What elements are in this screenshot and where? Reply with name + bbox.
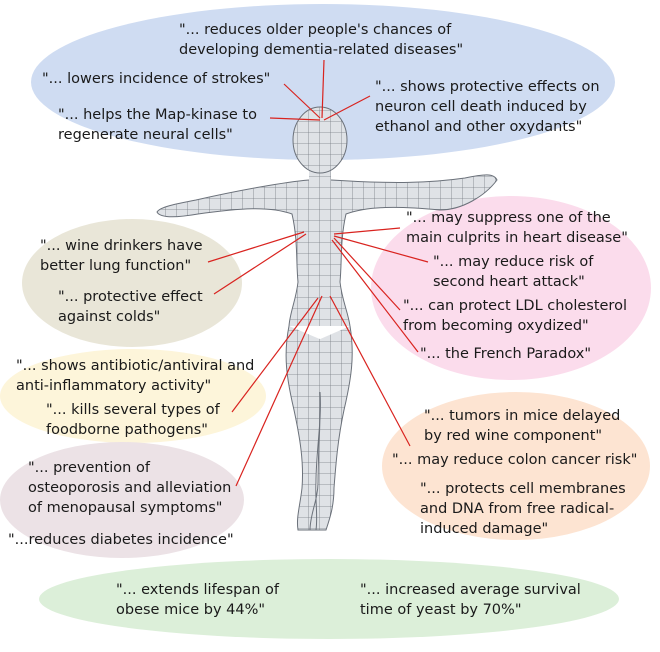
strokes-text: "... lowers incidence of strokes" <box>42 71 271 87</box>
leader-line-colds <box>213 233 307 295</box>
leader-line-lung-function <box>207 231 305 263</box>
second-attack-text: "... may reduce risk of second heart att… <box>433 254 594 290</box>
yeast-text: "... increased average survival time of … <box>360 582 581 618</box>
leader-line-strokes <box>283 83 321 119</box>
leader-line-culprits <box>333 227 401 235</box>
dementia-text: "... reduces older people's chances of d… <box>179 22 464 58</box>
cancer-region-ellipse <box>382 392 650 540</box>
neuron-text: "... shows protective effects on neuron … <box>375 79 600 135</box>
heart-region-ellipse <box>371 196 651 380</box>
leader-line-dementia <box>321 59 325 119</box>
ldl-text: "... can protect LDL cholesterol from be… <box>403 298 627 334</box>
bone-region-ellipse <box>0 442 244 558</box>
leader-line-ldl <box>333 237 401 311</box>
leader-lines <box>207 59 429 487</box>
french-paradox-text: "... the French Paradox" <box>420 346 592 362</box>
lung-region-ellipse <box>22 219 242 347</box>
osteoporosis-text: "... prevention of osteoporosis and alle… <box>28 460 232 516</box>
lung-function-text: "... wine drinkers have better lung func… <box>40 238 203 274</box>
obese-mice-text: "... extends lifespan of obese mice by 4… <box>116 582 280 618</box>
infection-region-ellipse <box>0 349 266 443</box>
diabetes-text: "...reduces diabetes incidence" <box>8 532 234 548</box>
leader-line-map-kinase <box>269 117 321 121</box>
lifespan-region-ellipse <box>39 559 619 639</box>
leader-line-french-paradox <box>331 239 419 353</box>
leader-line-osteoporosis <box>235 295 323 487</box>
pathogens-text: "... kills several types of foodborne pa… <box>46 402 220 438</box>
leader-line-neuron <box>323 95 371 121</box>
leader-line-second-attack <box>333 235 429 263</box>
leader-line-pathogens <box>231 297 319 413</box>
map-kinase-text: "... helps the Map-kinase to regenerate … <box>58 107 257 143</box>
colon-text: "... may reduce colon cancer risk" <box>392 452 638 468</box>
culprits-text: "... may suppress one of the main culpri… <box>406 210 628 246</box>
antibiotic-text: "... shows antibiotic/antiviral and anti… <box>16 358 255 394</box>
leader-line-colon <box>329 295 411 447</box>
colds-text: "... protective effect against colds" <box>58 289 203 325</box>
tumors-text: "... tumors in mice delayed by red wine … <box>424 408 621 444</box>
membranes-text: "... protects cell membranes and DNA fro… <box>420 481 626 537</box>
